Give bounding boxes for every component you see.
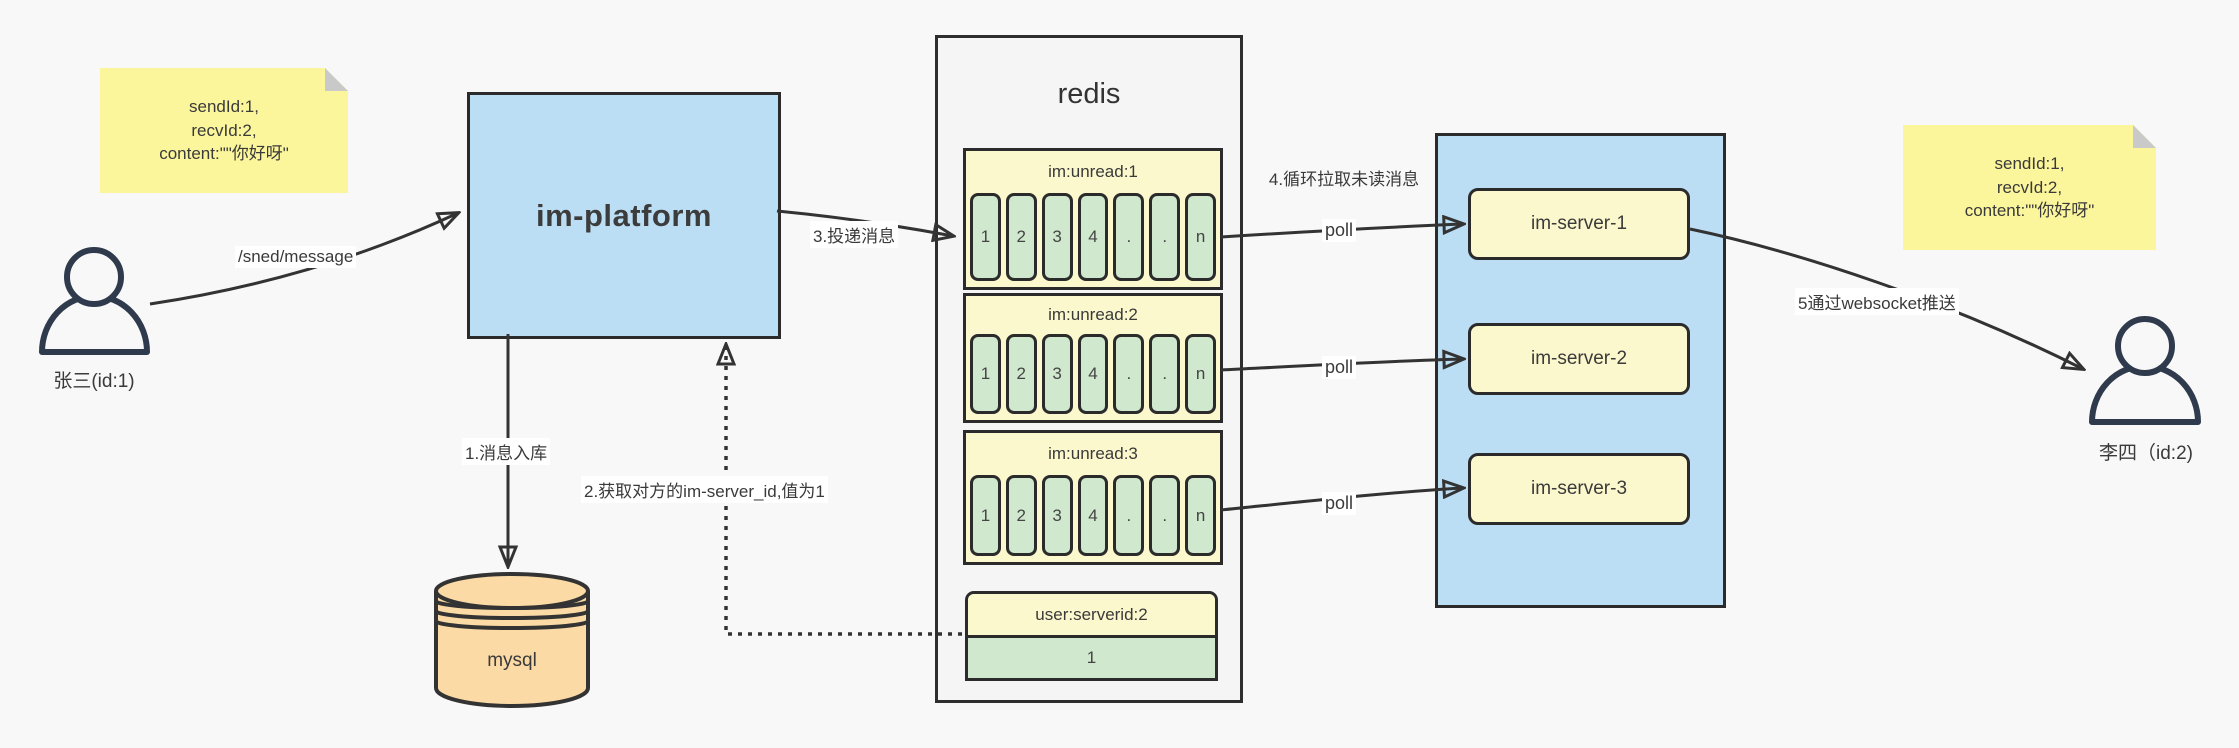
edge-label-poll-2: poll [1322, 356, 1357, 379]
queue-cell: 1 [970, 193, 1001, 281]
note-line: content:""你好呀" [1964, 201, 2095, 221]
queue-cell: n [1185, 334, 1217, 414]
note-fold-icon [325, 68, 348, 91]
edge-label-step5: 5通过websocket推送 [1795, 288, 1959, 315]
edge-label-send: /sned/message [235, 246, 357, 268]
person-receiver-label: 李四（id:2) [2099, 443, 2193, 464]
note-line: content:""你好呀" [159, 144, 289, 164]
edge-label-step4: 4.循环拉取未读消息 [1268, 170, 1420, 189]
im-platform-box: im-platform [467, 92, 781, 339]
queue-cell: . [1149, 193, 1181, 281]
person-receiver-icon [2089, 316, 2201, 425]
edge-label-poll-1: poll [1322, 219, 1357, 242]
person-sender-label: 张三(id:1) [53, 371, 135, 392]
queue-cell: . [1149, 475, 1181, 556]
sticky-note-receiver: sendId:1, recvId:2, content:""你好呀" [1903, 125, 2156, 250]
edge-label-step1: 1.消息入库 [462, 438, 551, 465]
im-platform-label: im-platform [536, 197, 712, 233]
queue-cell: 4 [1077, 475, 1109, 556]
queue-cell: . [1113, 475, 1145, 556]
queue-cell: 2 [1005, 334, 1037, 414]
note-line: recvId:2, [191, 120, 257, 140]
queue-cell: 3 [1041, 334, 1073, 414]
mysql-database-icon: mysql [434, 572, 590, 708]
queue-im-unread-2: im:unread:2 1 2 3 4 . . n [963, 293, 1223, 423]
user-serverid-value: 1 [968, 635, 1215, 678]
queue-cell: 2 [1005, 475, 1037, 556]
redis-title: redis [1057, 78, 1121, 110]
queue-cell: . [1113, 193, 1145, 281]
queue-header: im:unread:1 [1048, 162, 1138, 181]
queue-cell: . [1113, 334, 1145, 414]
edge-label-step2: 2.获取对方的im-server_id,值为1 [581, 476, 828, 503]
person-sender-icon [39, 247, 150, 355]
note-fold-icon [2133, 125, 2156, 148]
im-server-2-box: im-server-2 [1468, 323, 1690, 395]
queue-cell: 4 [1077, 334, 1109, 414]
note-line: sendId:1, [189, 97, 259, 117]
queue-cell: 2 [1005, 193, 1037, 281]
im-server-3-label: im-server-3 [1530, 478, 1628, 499]
note-line: sendId:1, [1994, 154, 2065, 174]
im-server-1-box: im-server-1 [1468, 188, 1690, 260]
im-server-3-box: im-server-3 [1468, 453, 1690, 525]
queue-cell: 3 [1041, 193, 1073, 281]
edge-label-poll-3: poll [1322, 492, 1357, 515]
queue-cells: 1 2 3 4 . . n [966, 193, 1220, 287]
queue-cell: n [1185, 475, 1217, 556]
im-server-2-label: im-server-2 [1530, 348, 1628, 369]
queue-cell: 1 [970, 475, 1001, 556]
queue-im-unread-1: im:unread:1 1 2 3 4 . . n [963, 148, 1223, 290]
queue-cells: 1 2 3 4 . . n [966, 334, 1220, 420]
queue-cells: 1 2 3 4 . . n [966, 475, 1220, 562]
user-serverid-header: user:serverid:2 [968, 594, 1215, 635]
queue-cell: 3 [1041, 475, 1073, 556]
queue-cell: n [1185, 193, 1217, 281]
im-server-1-label: im-server-1 [1530, 213, 1628, 234]
queue-im-unread-3: im:unread:3 1 2 3 4 . . n [963, 430, 1223, 565]
queue-header: im:unread:3 [1048, 444, 1138, 463]
queue-header: im:unread:2 [1048, 305, 1138, 324]
edge-label-step3: 3.投递消息 [810, 221, 899, 248]
queue-cell: 1 [970, 334, 1001, 414]
sticky-note-sender: sendId:1, recvId:2, content:""你好呀" [100, 68, 348, 193]
queue-cell: 4 [1077, 193, 1109, 281]
user-serverid-box: user:serverid:2 1 [965, 591, 1218, 681]
im-server-cluster: im-server-1 im-server-2 im-server-3 [1435, 133, 1726, 608]
mysql-label: mysql [487, 650, 537, 671]
note-line: recvId:2, [1996, 177, 2063, 197]
queue-cell: . [1149, 334, 1181, 414]
redis-container: redis im:unread:1 1 2 3 4 . . n im:unrea… [935, 35, 1243, 703]
